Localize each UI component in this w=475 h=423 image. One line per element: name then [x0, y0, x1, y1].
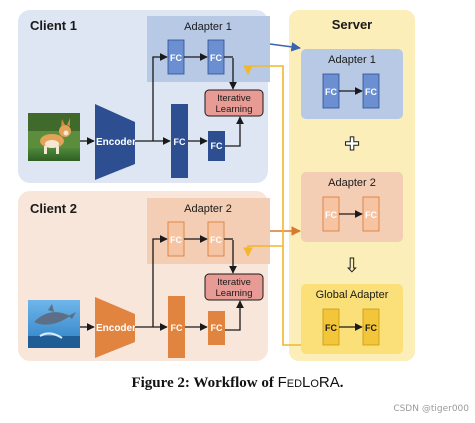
server-adapter2-fc-2-label: FC: [365, 210, 377, 220]
client1-iterative-learning: [204, 89, 264, 117]
server-global-adapter-label: Global Adapter: [316, 289, 389, 301]
server-adapter1-label: Adapter 1: [328, 54, 376, 66]
client2-adapter-fc-1-label: FC: [170, 235, 182, 245]
client1-panel: Client 1 Adapter 1 FC FC Encoder: [18, 10, 270, 183]
client2-iterative-learning: [204, 273, 264, 301]
client2-encoder: [95, 297, 135, 358]
caption-suffix: .: [339, 375, 344, 391]
client2-input-image: [28, 300, 80, 348]
server-adapter2-fc-2: [362, 196, 380, 232]
client1-base-fc-1-label: FC: [174, 137, 186, 147]
client2-fc-to-iterative-arrow: [225, 300, 244, 331]
client1-encoder: [95, 104, 135, 180]
global-to-client1-distribution-arrow: [243, 65, 301, 346]
server-adapter2-fc-1-label: FC: [325, 210, 337, 220]
client1-fc-to-iterative-arrow: [225, 116, 244, 147]
client1-adapter-fc-2-label: FC: [210, 53, 222, 63]
server-title: Server: [332, 17, 372, 32]
client2-base-fc-2-label: FC: [211, 323, 223, 333]
client2-encoder-to-adapter-arrow: [152, 235, 168, 327]
client1-iterative-line1: Iterative: [217, 93, 251, 104]
client1-base-fc-1: [171, 104, 188, 178]
server-panel: Server Adapter 1 FC FC ✚ Adapter 2 FC FC…: [289, 10, 415, 361]
server-adapter2-label: Adapter 2: [328, 177, 376, 189]
client2-base-fc-1: [168, 296, 185, 358]
client2-base-fc-2: [208, 311, 225, 345]
plus-icon: ✚: [344, 134, 359, 155]
client1-upload-arrow: [269, 42, 301, 52]
server-global-fc-2: [362, 308, 380, 346]
client1-base-fc-2-label: FC: [211, 141, 223, 151]
client2-encoder-label: Encoder: [96, 323, 136, 334]
client1-title: Client 1: [30, 18, 77, 33]
client1-iterative-line2: Learning: [216, 104, 253, 115]
server-global-fc-2-label: FC: [365, 323, 377, 333]
client1-encoder-label: Encoder: [96, 137, 136, 148]
caption-prefix: Figure 2: Workflow of: [131, 375, 278, 391]
client2-base-fc-1-label: FC: [171, 323, 183, 333]
caption-system-name: FedLoRA: [277, 374, 340, 391]
client1-adapter-fc-1-label: FC: [170, 53, 182, 63]
global-to-client2-distribution-arrow: [243, 245, 283, 257]
client1-encoder-to-adapter-arrow: [152, 53, 168, 141]
client2-adapter-label: Adapter 2: [184, 203, 232, 215]
client1-input-image: [28, 113, 80, 161]
client2-panel: Client 2 Adapter 2 FC FC Encoder FC FC I…: [18, 191, 270, 361]
figure-caption: Figure 2: Workflow of FedLoRA.: [0, 374, 475, 392]
client1-base-fc-2: [208, 131, 225, 161]
client2-iterative-line1: Iterative: [217, 277, 251, 288]
server-adapter1-fc-1-label: FC: [325, 87, 337, 97]
down-arrow-icon: ⇩: [344, 253, 361, 277]
client2-adapter-fc-2-label: FC: [210, 235, 222, 245]
server-adapter1-fc-2: [362, 73, 380, 109]
server-global-fc-1-label: FC: [325, 323, 337, 333]
watermark: CSDN @tiger000: [393, 404, 469, 414]
server-adapter1-fc-2-label: FC: [365, 87, 377, 97]
client1-adapter-label: Adapter 1: [184, 21, 232, 33]
client2-title: Client 2: [30, 201, 77, 216]
client2-iterative-line2: Learning: [216, 288, 253, 299]
